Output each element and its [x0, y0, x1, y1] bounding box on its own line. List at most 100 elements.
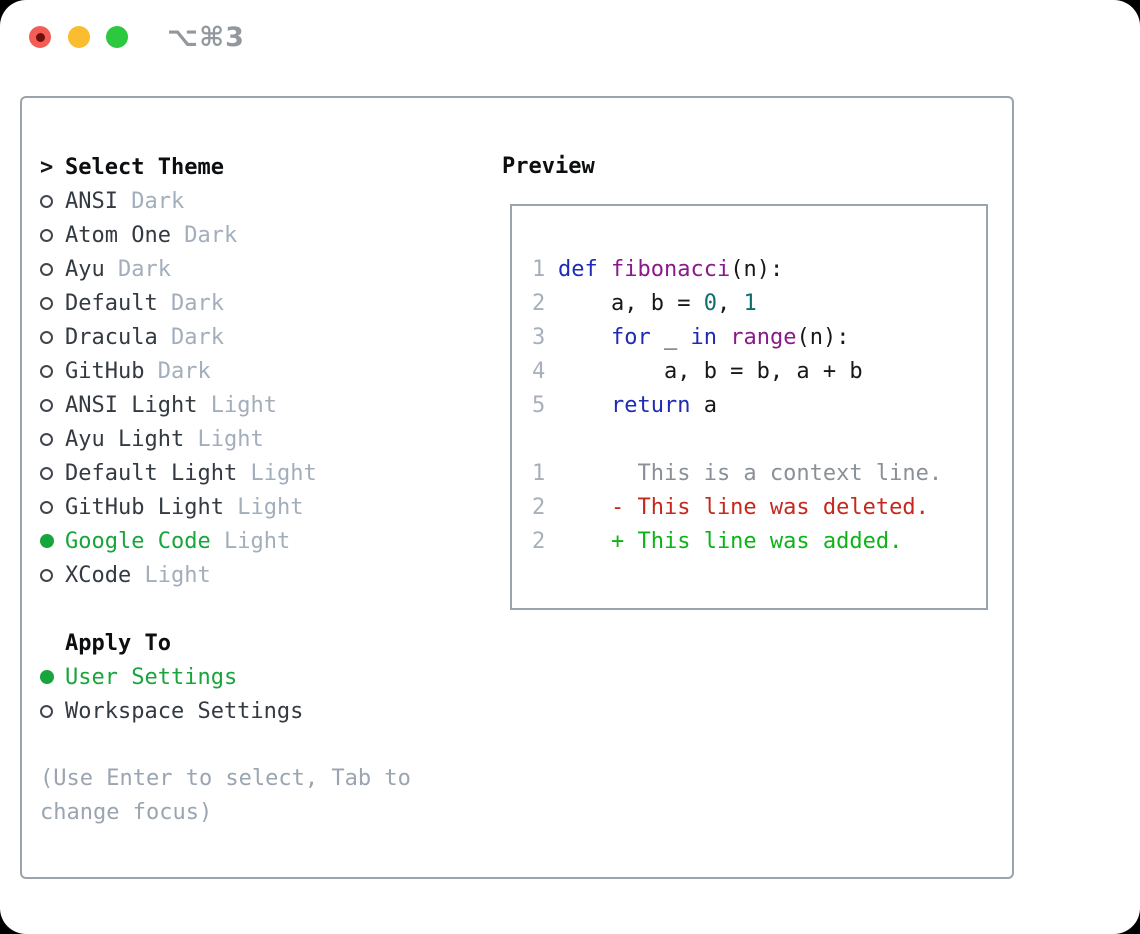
radio-icon: [40, 330, 53, 344]
theme-variant-tag: Dark: [171, 324, 224, 350]
apply-to-name: Workspace Settings: [65, 698, 304, 724]
line-content: + This line was added.: [558, 529, 902, 554]
theme-item[interactable]: XCode Light: [40, 558, 480, 592]
radio-icon: [40, 194, 53, 208]
line-content: - This line was deleted.: [558, 495, 929, 520]
radio-marker: [40, 262, 65, 276]
radio-marker: [40, 432, 65, 446]
theme-variant-tag: Light: [224, 528, 291, 554]
code-segment: [717, 325, 730, 350]
radio-icon: [40, 296, 53, 310]
radio-marker: [40, 364, 65, 378]
code-segment: (n):: [730, 257, 784, 282]
code-line: 2 - This line was deleted.: [532, 491, 986, 525]
code-segment: [598, 257, 611, 282]
titlebar: ⌥⌘3: [0, 0, 1140, 76]
zoom-button[interactable]: [106, 26, 128, 48]
code-segment: - This line was deleted.: [558, 495, 929, 520]
line-number: 2: [532, 529, 546, 554]
radio-marker: [40, 296, 65, 310]
radio-icon: [40, 364, 53, 378]
code-segment: 1: [743, 291, 757, 316]
code-segment: ,: [716, 291, 744, 316]
line-content: def fibonacci(n):: [558, 257, 783, 282]
apply-to-name: User Settings: [65, 664, 238, 690]
line-number: 1: [532, 257, 546, 282]
radio-icon: [40, 262, 53, 276]
code-line: 2 a, b = 0, 1: [532, 287, 986, 321]
theme-variant-tag: Light: [197, 426, 264, 452]
theme-name: GitHub Light: [65, 494, 224, 520]
apply-to-header: Apply To: [40, 626, 480, 660]
line-content: This is a context line.: [558, 461, 942, 486]
theme-variant-tag: Light: [237, 494, 304, 520]
code-segment: + This line was added.: [558, 529, 903, 554]
code-segment: for: [610, 325, 651, 350]
line-number: 3: [532, 325, 546, 350]
close-button-icon: [35, 32, 45, 42]
code-segment: _: [650, 325, 691, 350]
radio-icon: [40, 568, 53, 582]
theme-name: ANSI Light: [65, 392, 198, 418]
theme-variant-tag: Light: [250, 460, 317, 486]
code-blank-line: [532, 423, 986, 457]
select-theme-header: > Select Theme: [40, 150, 480, 184]
radio-marker: [40, 568, 65, 582]
theme-variant-tag: Dark: [184, 222, 238, 248]
theme-name: XCode: [65, 562, 132, 588]
line-number: 1: [532, 461, 546, 486]
radio-icon: [40, 432, 53, 446]
code-line: 4 a, b = b, a + b: [532, 355, 986, 389]
theme-name: GitHub: [65, 358, 145, 384]
minimize-button[interactable]: [68, 26, 90, 48]
theme-variant-tag: Dark: [131, 188, 185, 214]
radio-marker: [40, 194, 65, 208]
radio-marker: [40, 330, 65, 344]
line-content: for _ in range(n):: [558, 325, 849, 350]
theme-item[interactable]: GitHub Light Light: [40, 490, 480, 524]
window-title: ⌥⌘3: [167, 22, 245, 53]
code-segment: fibonacci: [611, 257, 731, 282]
code-segment: [558, 325, 611, 350]
theme-variant-tag: Light: [144, 562, 211, 588]
line-number: 2: [532, 291, 546, 316]
code-line: 2 + This line was added.: [532, 525, 986, 559]
close-button[interactable]: [29, 26, 51, 48]
radio-marker: [40, 534, 65, 548]
hint-line-1: (Use Enter to select, Tab to: [40, 766, 411, 791]
code-segment: a: [690, 393, 717, 418]
hint-text: (Use Enter to select, Tab to change focu…: [40, 762, 480, 830]
apply-to-item[interactable]: User Settings: [40, 660, 480, 694]
line-content: return a: [558, 393, 717, 418]
theme-name: Atom One: [65, 222, 171, 248]
line-number: 4: [532, 359, 546, 384]
code-segment: a, b = b, a + b: [558, 359, 863, 384]
apply-to-item[interactable]: Workspace Settings: [40, 694, 480, 728]
code-segment: return: [610, 393, 691, 418]
code-segment: in: [690, 325, 717, 350]
prompt-icon: >: [40, 154, 54, 180]
theme-name: ANSI: [65, 188, 118, 214]
theme-variant-tag: Dark: [118, 256, 172, 282]
line-content: a, b = 0, 1: [558, 291, 757, 316]
theme-item[interactable]: Atom One Dark: [40, 218, 480, 252]
code-line: 1 This is a context line.: [532, 457, 986, 491]
radio-icon: [40, 704, 53, 718]
theme-item[interactable]: ANSI Dark: [40, 184, 480, 218]
radio-marker: [40, 704, 65, 718]
radio-marker: [40, 670, 65, 684]
code-segment: 0: [703, 291, 717, 316]
